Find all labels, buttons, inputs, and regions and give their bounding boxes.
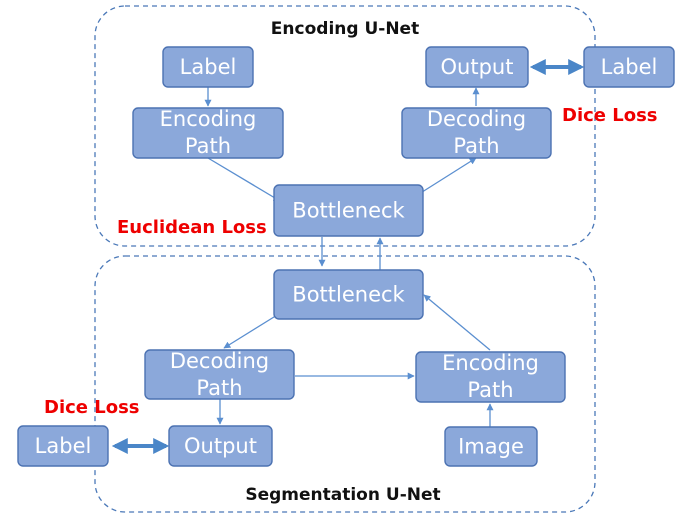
encoding-unet-container: [94, 5, 596, 247]
arrow-bottleneck-to-decoding-path: [418, 157, 477, 195]
seg-image-text: Image: [458, 435, 524, 459]
enc-output-text: Output: [441, 55, 514, 79]
seg-encoding-path-line1: Encoding: [442, 351, 539, 375]
seg-encoding-path-line2: Path: [467, 378, 513, 402]
seg-output-text: Output: [184, 434, 257, 458]
enc-encoding-path-node: Encoding Path: [132, 107, 284, 159]
enc-encoding-path-line1: Encoding: [160, 107, 257, 131]
seg-encoding-path-node: Encoding Path: [415, 351, 566, 403]
seg-bottleneck-node: Bottleneck: [273, 269, 424, 320]
enc-decoding-path-node: Decoding Path: [401, 107, 552, 159]
euclidean-loss-label: Euclidean Loss: [117, 217, 267, 238]
enc-decoding-path-line1: Decoding: [427, 107, 526, 131]
arrow-seg-encoding-path-to-bottleneck: [423, 294, 491, 351]
enc-decoding-path-line2: Path: [453, 134, 499, 158]
segmentation-unet-container: [94, 255, 596, 513]
encoding-unet-title: Encoding U-Net: [271, 19, 419, 39]
arrow-encoding-path-to-bottleneck: [207, 157, 281, 202]
seg-bottleneck-text: Bottleneck: [292, 283, 405, 307]
seg-image-node: Image: [444, 426, 538, 467]
seg-dice-loss-label: Dice Loss: [44, 397, 140, 418]
segmentation-unet-title: Segmentation U-Net: [245, 485, 440, 505]
enc-bottleneck-node: Bottleneck: [273, 184, 424, 237]
enc-output-label-text: Label: [601, 55, 658, 79]
enc-output-label-node: Label: [583, 46, 675, 88]
seg-label-text: Label: [35, 434, 92, 458]
enc-bottleneck-text: Bottleneck: [292, 199, 405, 223]
seg-decoding-path-line1: Decoding: [170, 349, 269, 373]
arrow-bottleneck-to-seg-decoding-path: [223, 311, 283, 349]
enc-label-text: Label: [180, 55, 237, 79]
enc-encoding-path-line2: Path: [185, 134, 231, 158]
seg-output-node: Output: [168, 425, 273, 467]
enc-label-node: Label: [162, 46, 254, 88]
seg-decoding-path-line2: Path: [196, 376, 242, 400]
seg-label-node: Label: [17, 425, 109, 467]
enc-output-node: Output: [425, 46, 529, 88]
enc-dice-loss-label: Dice Loss: [562, 105, 658, 126]
seg-decoding-path-node: Decoding Path: [144, 349, 295, 400]
